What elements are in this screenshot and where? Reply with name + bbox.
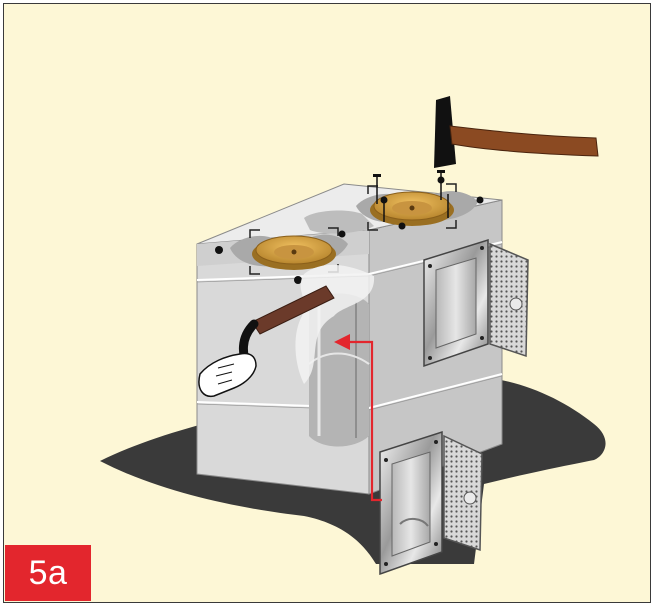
hammer-icon <box>434 96 599 168</box>
flue-pot-right <box>370 191 454 226</box>
hand-icon <box>198 352 257 398</box>
illustration-frame: 5a <box>3 3 651 603</box>
step-badge: 5a <box>5 545 91 601</box>
cleaning-door-lower <box>379 430 483 576</box>
flue-pot-left <box>252 235 336 270</box>
arrow-icon <box>334 334 382 502</box>
chimney-assembly-illustration <box>100 96 606 576</box>
cleaning-door-upper <box>423 238 529 368</box>
